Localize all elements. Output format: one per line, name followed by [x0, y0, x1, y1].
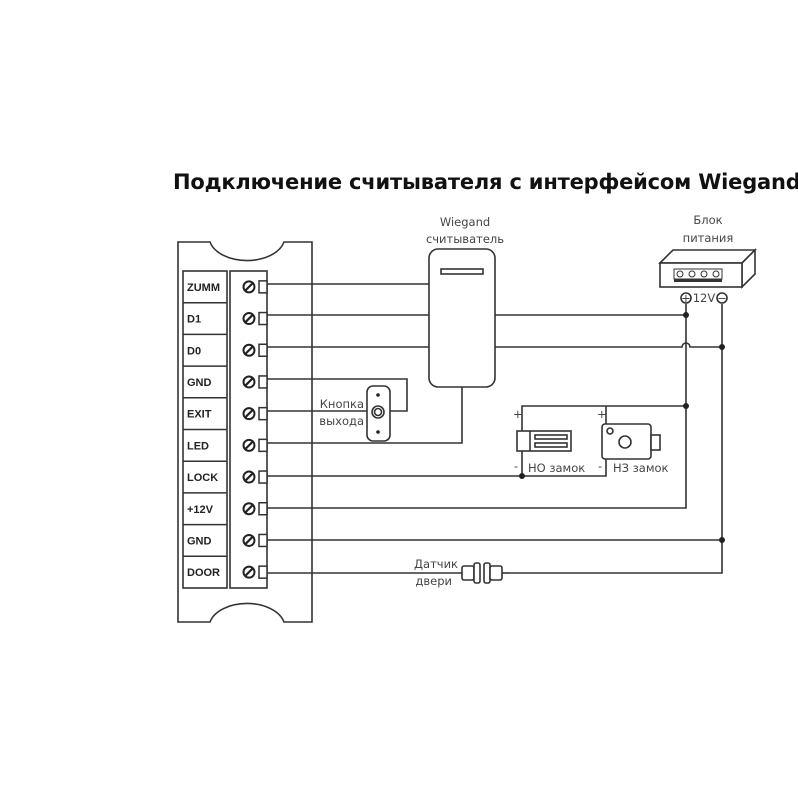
psu-plus: + [681, 291, 691, 305]
terminal-label: DOOR [187, 567, 220, 579]
door-sensor: Датчик двери [414, 557, 510, 588]
no-lock-label: НО замок [528, 461, 585, 475]
button-label-1: Кнопка [320, 397, 364, 411]
power-supply: + 12V − Блок питания [658, 213, 757, 305]
diagram-title: Подключение считывателя с интерфейсом Wi… [173, 170, 798, 194]
psu-label-1: Блок [693, 213, 722, 227]
nc-lock: + - НЗ замок [597, 407, 669, 475]
terminal-label: +12V [187, 504, 214, 516]
no-lock: + - НО замок [513, 407, 585, 475]
terminal-clamp [258, 533, 268, 548]
wiegand-reader: Wiegand считыватель [426, 215, 504, 388]
screw-slot [244, 503, 254, 514]
terminal-label: LOCK [187, 472, 218, 484]
terminal-clamp [258, 375, 268, 389]
terminal-clamp [258, 311, 268, 326]
wires [267, 283, 725, 574]
terminal-label: GND [187, 377, 212, 389]
nc-lock-label: НЗ замок [613, 461, 669, 475]
screw-slot [244, 567, 254, 577]
terminal-clamp [258, 343, 268, 357]
no-lock-minus: - [514, 459, 518, 473]
button-label-2: выхода [319, 414, 364, 428]
nc-lock-plus: + [597, 407, 607, 421]
no-lock-plus: + [513, 407, 523, 421]
terminal-label: D1 [187, 314, 201, 326]
terminal-clamp [258, 280, 268, 294]
psu-minus: − [717, 291, 727, 305]
terminal-clamp [258, 565, 268, 579]
exit-button: Кнопка выхода [319, 385, 391, 442]
screw-slot [244, 345, 254, 356]
terminal-clamp [258, 438, 268, 453]
terminal-label: ZUMM [187, 282, 220, 294]
terminal-label: GND [187, 535, 212, 547]
screw-slot [244, 313, 254, 324]
nc-lock-minus: - [598, 459, 602, 473]
reader-label-1: Wiegand [440, 215, 490, 229]
screw-slot [244, 282, 254, 292]
screw-slot [244, 535, 254, 546]
sensor-label-1: Датчик [414, 557, 458, 571]
terminal-clamp [258, 406, 268, 421]
reader-label-2: считыватель [426, 232, 504, 246]
terminal-label: EXIT [187, 409, 212, 421]
screw-slot [244, 440, 254, 451]
terminal-label: D0 [187, 345, 201, 357]
screw-slot [244, 377, 254, 387]
screw-slot [244, 472, 254, 482]
psu-voltage: 12V [693, 291, 716, 305]
terminal-clamp [258, 502, 268, 516]
terminal-clamp [258, 470, 268, 484]
terminal-label: LED [187, 440, 209, 452]
sensor-label-2: двери [415, 574, 452, 588]
psu-label-2: питания [683, 231, 734, 245]
screw-slot [244, 408, 254, 419]
